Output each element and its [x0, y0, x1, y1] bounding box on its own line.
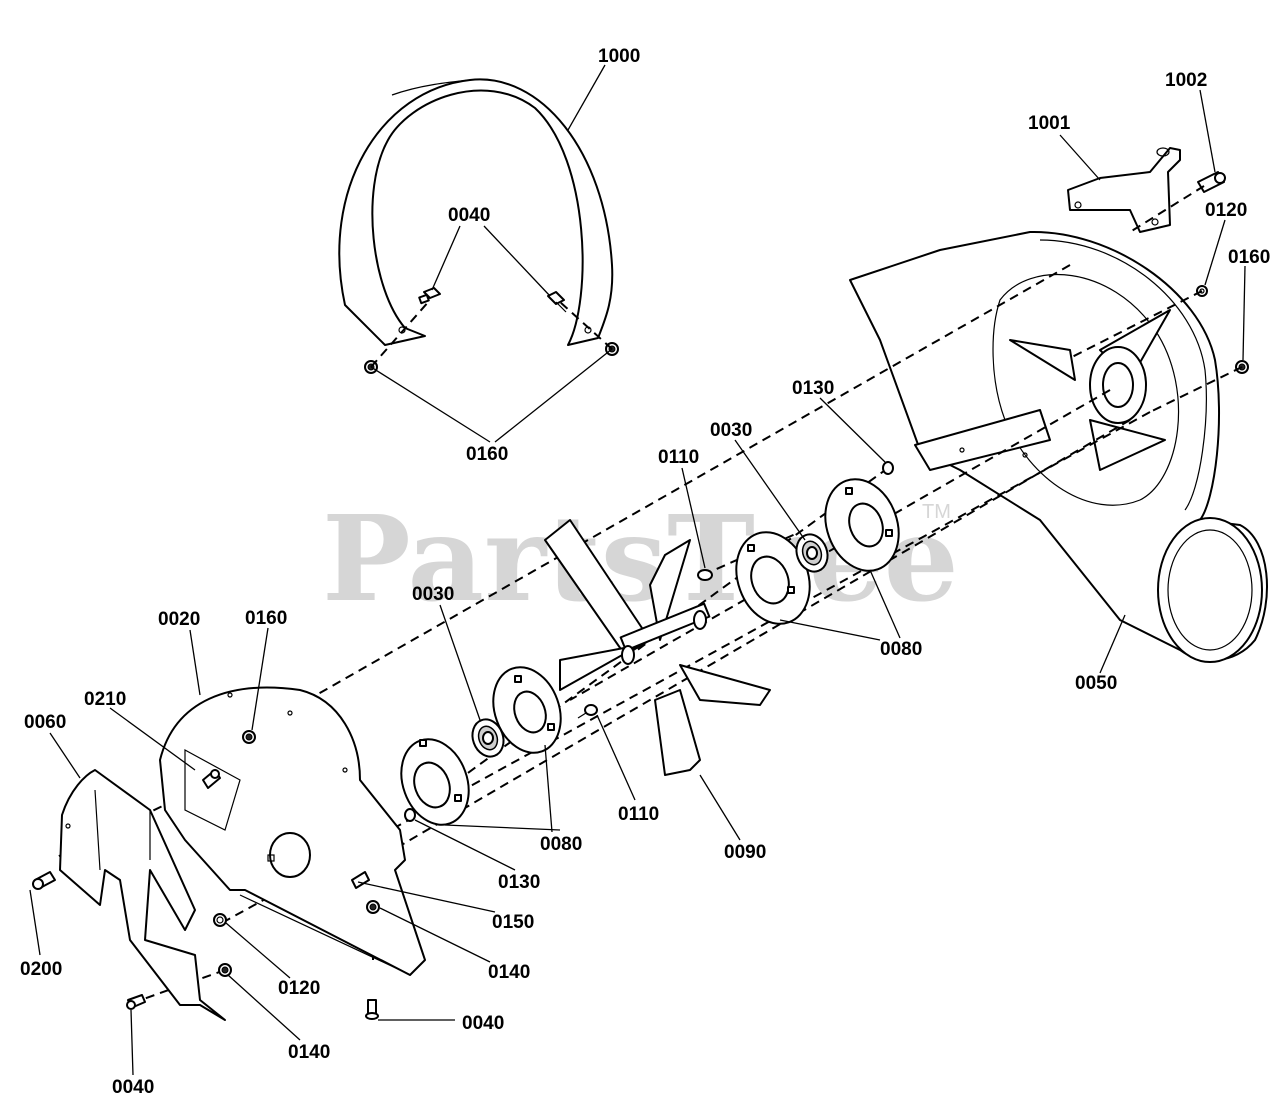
callout-0160: 0160 — [245, 608, 287, 629]
part-0090-impeller[interactable] — [544, 519, 771, 776]
pin-0040-right[interactable] — [547, 291, 567, 313]
callout-0030: 0030 — [710, 420, 752, 441]
callout-0110: 0110 — [658, 447, 699, 468]
part-0050-housing[interactable] — [849, 230, 1268, 663]
nut-0120-left[interactable] — [213, 913, 227, 927]
flange-0080-right-inner[interactable] — [724, 522, 822, 634]
callout-0110: 0110 — [618, 804, 659, 825]
bolt-1002[interactable] — [1197, 171, 1226, 193]
pin-0040-left[interactable] — [418, 287, 441, 305]
nut-0140-bracket[interactable] — [218, 963, 232, 977]
assembly-line — [349, 419, 1131, 876]
callout-0160: 0160 — [466, 444, 508, 465]
flange-0080-left-outer[interactable] — [482, 658, 572, 763]
callout-0130: 0130 — [498, 872, 540, 893]
callout-0160: 0160 — [1228, 247, 1270, 268]
callout-0140: 0140 — [488, 962, 530, 983]
nut-0140-plate[interactable] — [366, 900, 380, 914]
callout-0150: 0150 — [492, 912, 534, 933]
callout-0080: 0080 — [880, 639, 922, 660]
part-1000-band[interactable] — [338, 78, 614, 346]
callout-0120: 0120 — [278, 978, 320, 999]
assembly-line — [1149, 366, 1243, 413]
part-0020-side-plate[interactable] — [159, 686, 426, 976]
callout-0020: 0020 — [158, 609, 200, 630]
callout-1002: 1002 — [1165, 70, 1207, 91]
bolt-0200[interactable] — [32, 871, 56, 890]
part-1001-bracket[interactable] — [1067, 147, 1181, 233]
flange-0080-right-outer[interactable] — [813, 469, 911, 581]
callout-0080: 0080 — [540, 834, 582, 855]
pin-0110-right[interactable] — [697, 569, 713, 581]
part-0060-bracket[interactable] — [59, 769, 226, 1021]
assembly-line — [1069, 290, 1203, 359]
watermark-trademark: TM — [922, 501, 951, 523]
leader-lines — [29, 64, 1246, 1076]
nut-0160-left[interactable] — [242, 730, 256, 744]
callout-0040: 0040 — [448, 205, 490, 226]
bolt-0040-plate[interactable] — [365, 999, 379, 1020]
callout-0120: 0120 — [1205, 200, 1247, 221]
callout-0210: 0210 — [84, 689, 126, 710]
callout-0140: 0140 — [288, 1042, 330, 1063]
assembly-line — [254, 264, 1071, 731]
callout-0060: 0060 — [24, 712, 66, 733]
bolt-0150[interactable] — [351, 871, 370, 889]
callout-1000: 1000 — [598, 46, 640, 67]
bolt-0040-bracket[interactable] — [126, 994, 146, 1010]
pin-0110-left[interactable] — [577, 704, 598, 719]
bearing-0030-left[interactable] — [467, 715, 508, 761]
callout-0050: 0050 — [1075, 673, 1117, 694]
callout-0090: 0090 — [724, 842, 766, 863]
callout-0200: 0200 — [20, 959, 62, 980]
bearing-0030-right[interactable] — [791, 530, 832, 576]
washer-0130-right[interactable] — [882, 461, 894, 475]
callout-1001: 1001 — [1028, 113, 1071, 134]
washer-0130-left[interactable] — [404, 808, 416, 822]
flange-0080-left-inner[interactable] — [390, 730, 480, 835]
assembly-line — [569, 389, 1111, 701]
callout-0040: 0040 — [462, 1013, 504, 1034]
callout-0040: 0040 — [112, 1077, 154, 1098]
callout-0130: 0130 — [792, 378, 834, 399]
bolt-0210[interactable] — [202, 769, 221, 789]
assembly-line — [559, 301, 613, 350]
callout-0030: 0030 — [412, 584, 454, 605]
assembly-line — [409, 467, 889, 816]
